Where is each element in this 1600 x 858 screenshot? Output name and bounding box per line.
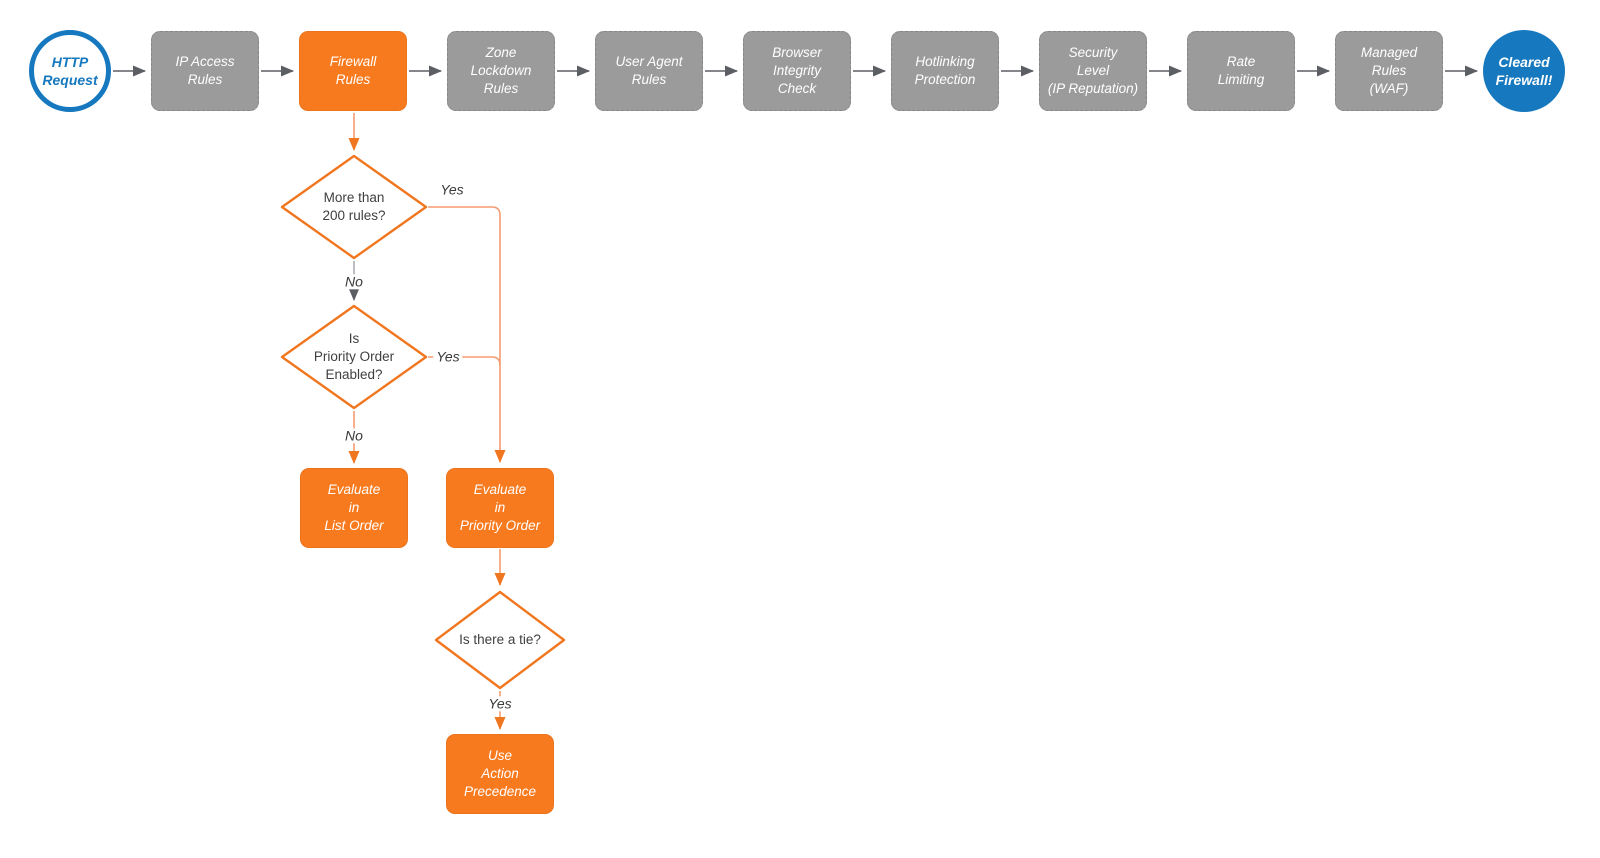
- decision-more-than-200-rules: More than 200 rules?: [280, 154, 428, 260]
- node-ip-access-rules: IP Access Rules: [151, 31, 259, 111]
- decision-priority-order-enabled: Is Priority Order Enabled?: [280, 304, 428, 410]
- decision-label: Is there a tie?: [459, 631, 541, 647]
- diamond-shape: [280, 304, 428, 410]
- node-user-agent-rules: User Agent Rules: [595, 31, 703, 111]
- node-zone-lockdown-rules: Zone Lockdown Rules: [447, 31, 555, 111]
- edge-label-decision2-no: No: [342, 427, 366, 444]
- node-rate-limiting: Rate Limiting: [1187, 31, 1295, 111]
- node-managed-rules-waf: Managed Rules (WAF): [1335, 31, 1443, 111]
- decision-label: More than 200 rules?: [322, 189, 386, 223]
- node-evaluate-list-order: Evaluate in List Order: [300, 468, 408, 548]
- node-browser-integrity-check: Browser Integrity Check: [743, 31, 851, 111]
- node-firewall-rules: Firewall Rules: [299, 31, 407, 111]
- edge-label-decision1-yes: Yes: [437, 181, 467, 198]
- diamond-shape: [434, 590, 566, 690]
- edge-label-decision3-yes: Yes: [485, 695, 515, 712]
- node-cleared-firewall: Cleared Firewall!: [1483, 30, 1565, 112]
- edge-label-decision2-yes: Yes: [433, 348, 463, 365]
- decision-is-there-a-tie: Is there a tie?: [434, 590, 566, 690]
- node-evaluate-priority-order: Evaluate in Priority Order: [446, 468, 554, 548]
- diamond-shape: [280, 154, 428, 260]
- node-hotlinking-protection: Hotlinking Protection: [891, 31, 999, 111]
- connector-decision2-yes: [428, 356, 501, 366]
- connector-decision1-yes: [428, 206, 506, 463]
- node-security-level: Security Level (IP Reputation): [1039, 31, 1147, 111]
- node-use-action-precedence: Use Action Precedence: [446, 734, 554, 814]
- decision-label: Is Priority Order Enabled?: [313, 330, 395, 383]
- node-http-request: HTTP Request: [29, 30, 111, 112]
- edge-label-decision1-no: No: [342, 273, 366, 290]
